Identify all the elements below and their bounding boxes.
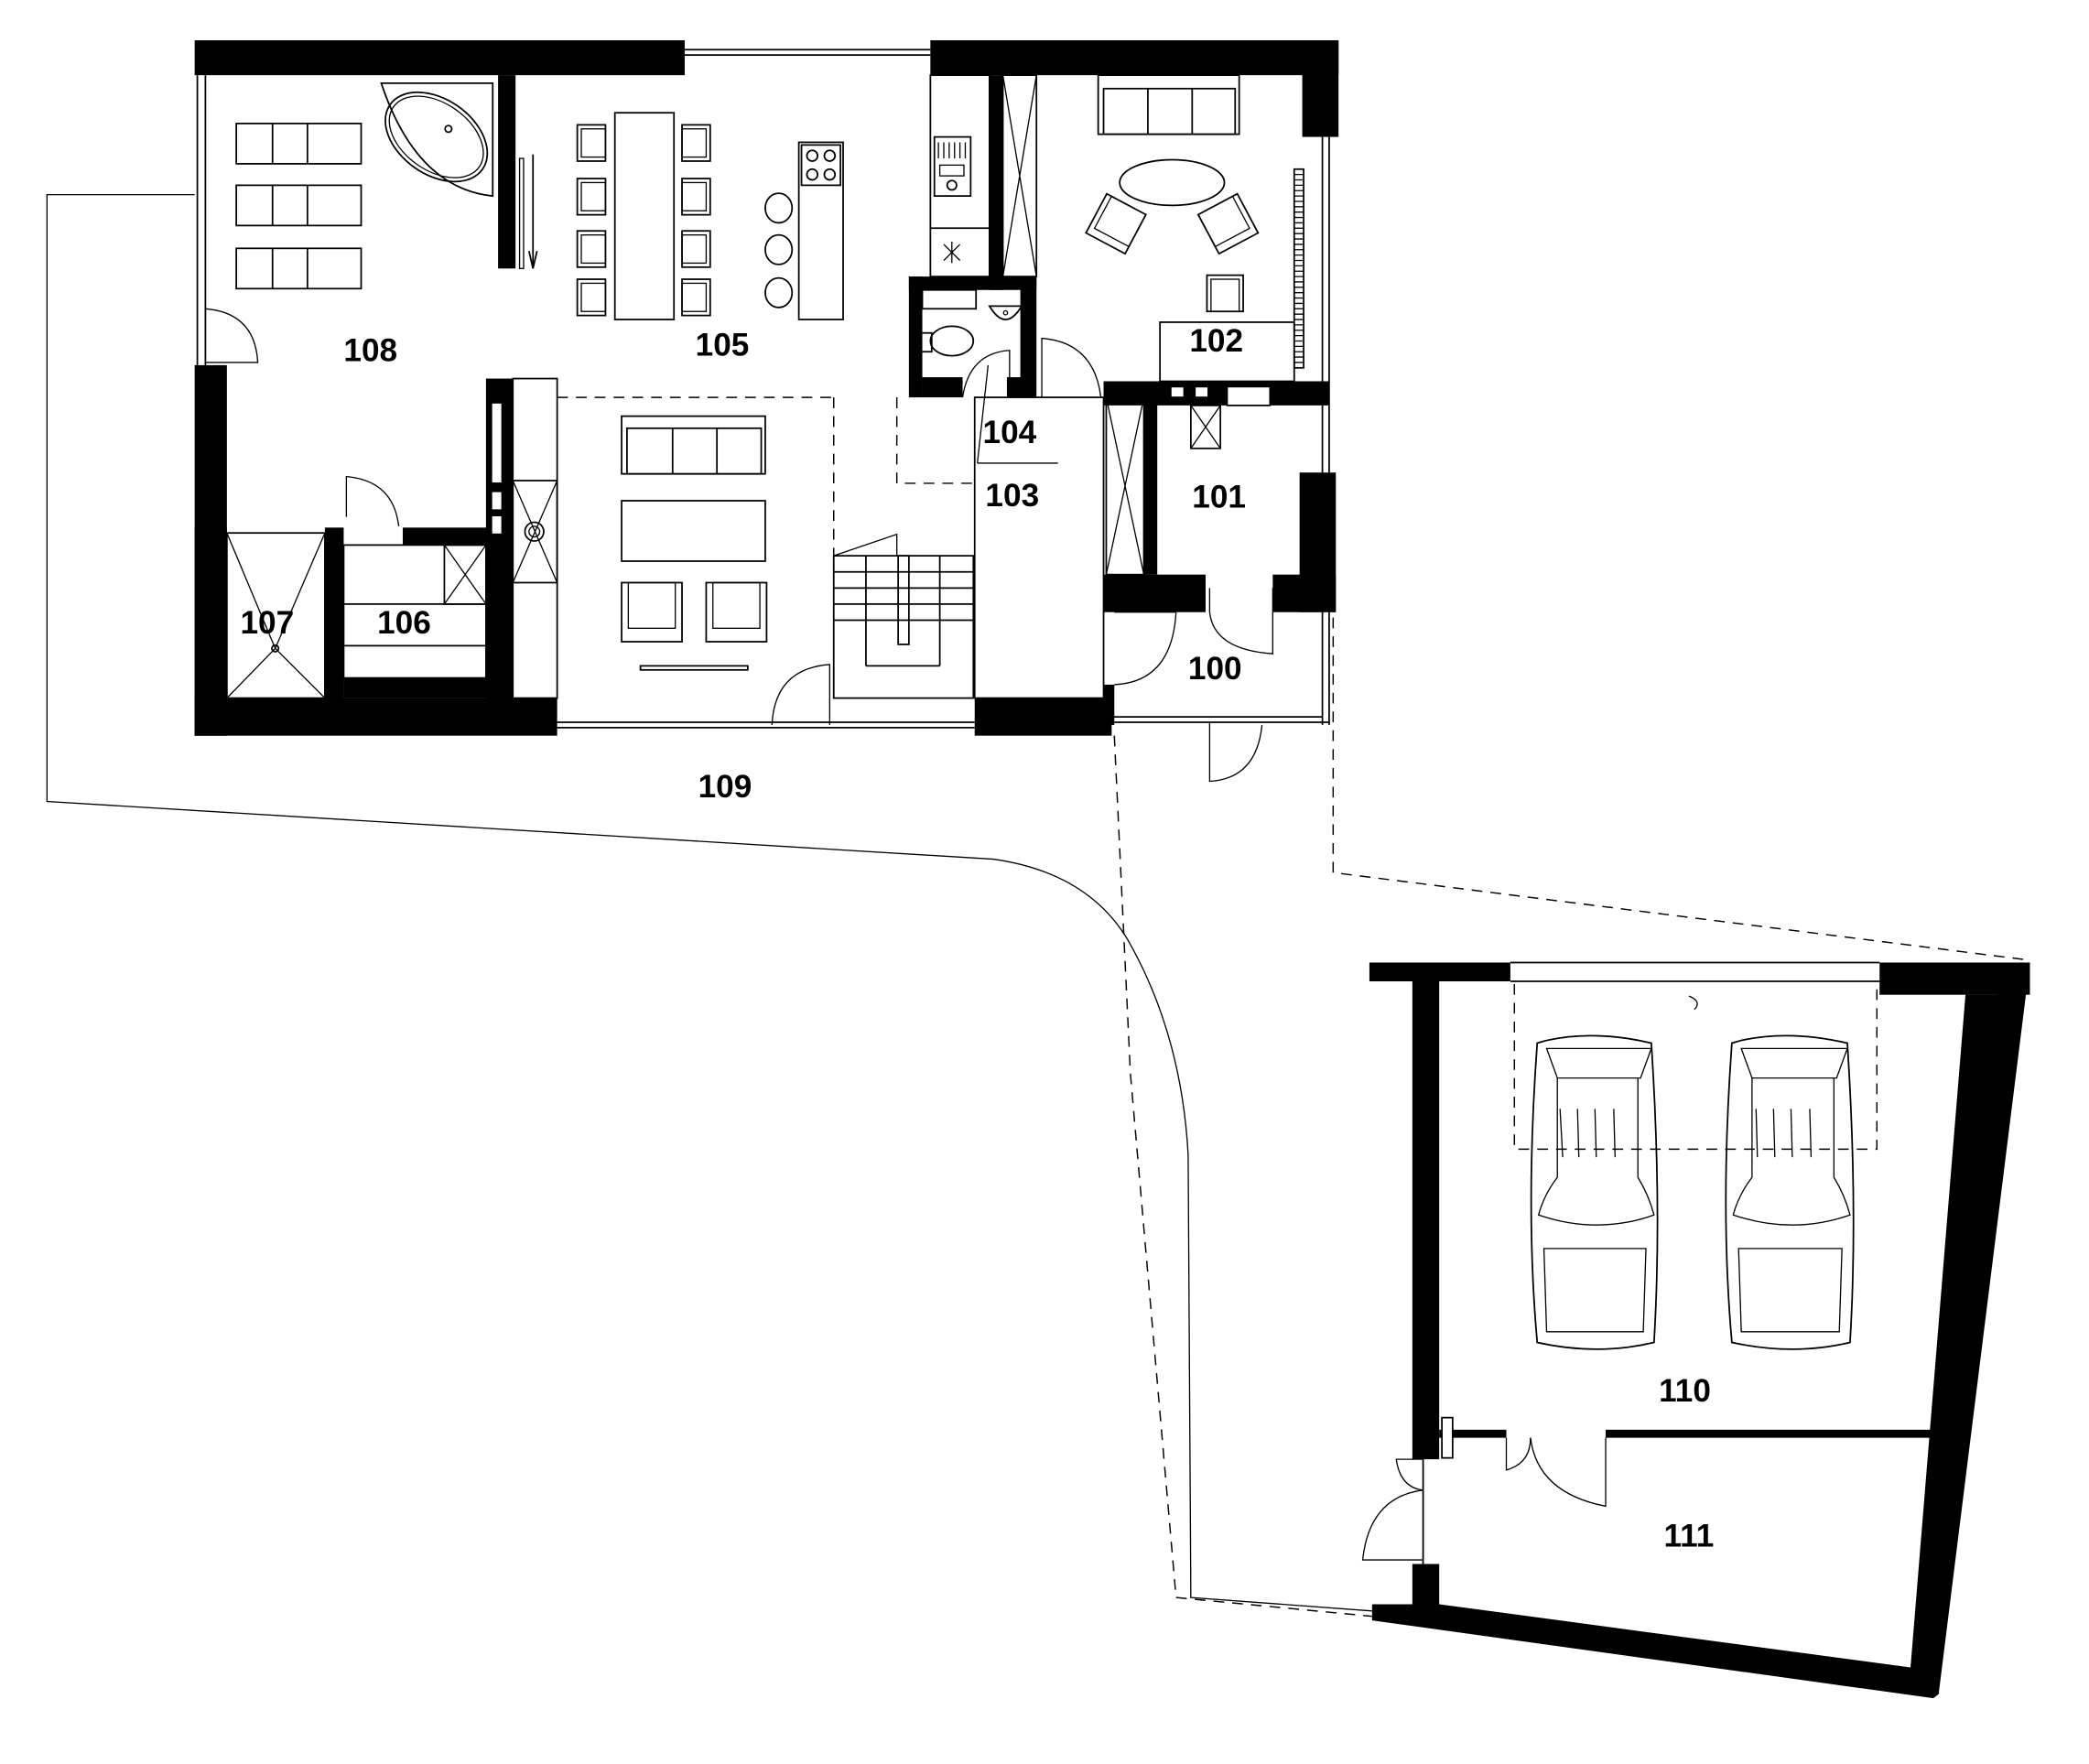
room-label-100: 100: [1188, 651, 1242, 687]
garage-walls: [1369, 961, 2030, 1699]
room-label-102: 102: [1189, 323, 1243, 359]
wardrobe-icon: [1105, 396, 1222, 576]
bathtub-icon: [380, 82, 494, 198]
room-label-109: 109: [698, 769, 752, 805]
armchair-icon: [621, 581, 768, 671]
dining-chair-icon: [576, 124, 711, 317]
shower-icon: [225, 532, 326, 699]
room-label-106: 106: [377, 605, 431, 641]
door-swing-icon: [771, 664, 831, 725]
room-labels: 100 101 102 103 104 105 106 107 108 109 …: [240, 323, 1714, 1553]
room-label-104: 104: [983, 415, 1037, 450]
room-label-111: 111: [1664, 1518, 1715, 1553]
car-icon: [1725, 1034, 1855, 1350]
room-label-103: 103: [985, 478, 1039, 514]
wardrobe-icon: [1001, 74, 1038, 277]
kitchen-counter-icon: [929, 74, 990, 277]
staircase-icon: [832, 396, 1105, 699]
garage-door: [1513, 983, 1878, 1151]
room-label-108: 108: [343, 332, 397, 368]
sun-lounger-icon: [235, 123, 363, 290]
toilet-icon: [920, 288, 978, 357]
closet-icon: [342, 544, 487, 679]
room-label-107: 107: [240, 605, 294, 641]
sofa-icon: [621, 415, 766, 475]
living-area: [512, 377, 834, 699]
room-label-101: 101: [1192, 479, 1246, 514]
room-label-105: 105: [696, 328, 750, 363]
bar-stool-icon: [764, 192, 794, 308]
car-icon: [1530, 1034, 1659, 1350]
sofa-icon: [1097, 74, 1240, 135]
coffee-table-icon: [1119, 158, 1226, 207]
kitchen-island-icon: [797, 141, 844, 320]
site-boundary: [46, 193, 2028, 1618]
house-walls: [194, 39, 1339, 736]
room-label-110: 110: [1659, 1373, 1711, 1409]
radiator-icon: [1293, 168, 1304, 369]
door-swing-icon: [1361, 1437, 1607, 1561]
dining-table-icon: [613, 112, 676, 320]
door-swing-icon: [204, 308, 400, 526]
coffee-table-icon: [621, 500, 766, 562]
armchair-icon: [1085, 192, 1260, 313]
door-swing-icon: [1114, 588, 1273, 783]
door-swing-icon: [961, 337, 1102, 464]
washbasin-icon: [988, 305, 1023, 320]
